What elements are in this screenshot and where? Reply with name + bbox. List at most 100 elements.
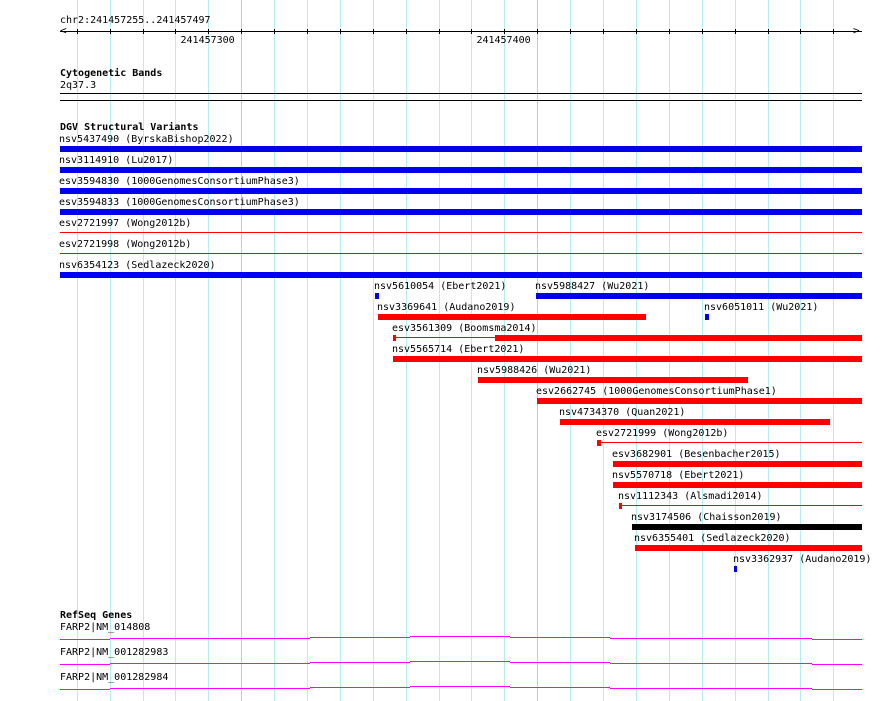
sv-feature-bar[interactable]: [613, 482, 862, 488]
sv-feature-label[interactable]: nsv5610054 (Ebert2021): [374, 281, 507, 292]
grid-line: [307, 0, 308, 701]
gene-label[interactable]: FARP2|NM_001282983: [60, 647, 169, 658]
gene-intron-line[interactable]: [812, 639, 862, 640]
ruler-tick: [537, 29, 538, 34]
sv-feature-bar[interactable]: [537, 398, 862, 404]
grid-line: [241, 0, 242, 701]
sv-feature-bar[interactable]: [478, 377, 748, 383]
sv-feature-label[interactable]: nsv3114910 (Lu2017): [59, 155, 174, 166]
track-title[interactable]: Cytogenetic Bands: [60, 68, 163, 79]
tick-label: 241457400: [476, 35, 531, 46]
ruler-axis[interactable]: [60, 31, 862, 32]
gene-intron-line[interactable]: [210, 638, 310, 639]
sv-feature-line[interactable]: [600, 442, 862, 443]
gene-label[interactable]: FARP2|NM_001282984: [60, 672, 169, 683]
track-title[interactable]: DGV Structural Variants: [60, 122, 199, 133]
gene-intron-line[interactable]: [110, 663, 210, 664]
gene-intron-line[interactable]: [610, 688, 712, 689]
sv-feature-bar[interactable]: [375, 293, 379, 299]
sv-feature-bar[interactable]: [60, 146, 862, 152]
sv-feature-bar[interactable]: [705, 314, 709, 320]
sv-feature-label[interactable]: esv3594830 (1000GenomesConsortiumPhase3): [59, 176, 300, 187]
gene-intron-line[interactable]: [210, 688, 310, 689]
gene-intron-line[interactable]: [812, 664, 862, 665]
sv-feature-label[interactable]: esv2721998 (Wong2012b): [59, 239, 192, 250]
sv-feature-line[interactable]: [60, 232, 862, 233]
sv-feature-label[interactable]: esv2721999 (Wong2012b): [596, 428, 729, 439]
gene-intron-line[interactable]: [510, 637, 610, 638]
gene-intron-line[interactable]: [712, 688, 812, 689]
track-title[interactable]: RefSeq Genes: [60, 610, 133, 621]
gene-intron-line[interactable]: [510, 662, 610, 663]
grid-line: [143, 0, 144, 701]
sv-feature-bar[interactable]: [613, 461, 862, 467]
gene-label[interactable]: FARP2|NM_014808: [60, 622, 151, 633]
sv-feature-bar[interactable]: [734, 566, 737, 572]
sv-feature-label[interactable]: nsv5565714 (Ebert2021): [392, 344, 525, 355]
gene-intron-line[interactable]: [210, 663, 310, 664]
gene-intron-line[interactable]: [410, 661, 510, 662]
sv-feature-label[interactable]: esv2662745 (1000GenomesConsortiumPhase1): [536, 386, 777, 397]
gene-intron-line[interactable]: [60, 689, 110, 690]
gene-intron-line[interactable]: [712, 638, 812, 639]
sv-feature-label[interactable]: nsv6355401 (Sedlazeck2020): [634, 533, 791, 544]
sv-feature-bar[interactable]: [393, 356, 862, 362]
sv-feature-line[interactable]: [60, 253, 862, 254]
sv-feature-label[interactable]: nsv6051011 (Wu2021): [704, 302, 819, 313]
sv-feature-label[interactable]: nsv3174506 (Chaisson2019): [631, 512, 782, 523]
gene-intron-line[interactable]: [410, 686, 510, 687]
gene-intron-line[interactable]: [310, 687, 410, 688]
sv-feature-bar[interactable]: [619, 503, 622, 509]
ruler-tick: [274, 29, 275, 34]
sv-feature-label[interactable]: nsv6354123 (Sedlazeck2020): [59, 260, 216, 271]
sv-feature-label[interactable]: nsv5988426 (Wu2021): [477, 365, 592, 376]
sv-feature-bar[interactable]: [378, 314, 646, 320]
track-divider: [60, 100, 862, 101]
sv-feature-bar[interactable]: [60, 188, 862, 194]
sv-feature-label[interactable]: esv3561309 (Boomsma2014): [392, 323, 537, 334]
grid-line: [274, 0, 275, 701]
ruler-tick: [110, 29, 111, 34]
gene-intron-line[interactable]: [610, 663, 712, 664]
gene-intron-line[interactable]: [110, 638, 210, 639]
gene-intron-line[interactable]: [310, 637, 410, 638]
sv-feature-line[interactable]: [396, 337, 496, 338]
sv-feature-label[interactable]: esv3594833 (1000GenomesConsortiumPhase3): [59, 197, 300, 208]
grid-line: [406, 0, 407, 701]
sv-feature-label[interactable]: nsv5988427 (Wu2021): [535, 281, 650, 292]
sv-feature-bar[interactable]: [60, 209, 862, 215]
gene-intron-line[interactable]: [110, 688, 210, 689]
sv-feature-bar[interactable]: [597, 440, 601, 446]
gene-intron-line[interactable]: [310, 662, 410, 663]
sv-feature-bar[interactable]: [60, 167, 862, 173]
sv-feature-label[interactable]: nsv1112343 (Alsmadi2014): [618, 491, 763, 502]
gene-intron-line[interactable]: [712, 663, 812, 664]
sv-feature-label[interactable]: nsv4734370 (Quan2021): [559, 407, 686, 418]
sv-feature-bar[interactable]: [560, 419, 830, 425]
sv-feature-label[interactable]: esv3682901 (Besenbacher2015): [612, 449, 781, 460]
sv-feature-bar[interactable]: [60, 272, 862, 278]
sv-feature-label[interactable]: nsv3362937 (Audano2019): [733, 554, 872, 565]
gene-intron-line[interactable]: [60, 664, 110, 665]
sv-feature-label[interactable]: nsv5570718 (Ebert2021): [612, 470, 745, 481]
grid-line: [537, 0, 538, 701]
sv-feature-line[interactable]: [622, 505, 862, 506]
grid-line: [735, 0, 736, 701]
sv-feature-label[interactable]: esv2721997 (Wong2012b): [59, 218, 192, 229]
sv-feature-bar[interactable]: [393, 335, 396, 341]
sv-feature-bar[interactable]: [632, 524, 862, 530]
sv-feature-bar[interactable]: [635, 545, 862, 551]
sv-feature-label[interactable]: nsv3369641 (Audano2019): [377, 302, 516, 313]
arrow-left-icon: <: [60, 24, 67, 37]
gene-intron-line[interactable]: [510, 687, 610, 688]
gene-intron-line[interactable]: [60, 639, 110, 640]
sv-feature-bar[interactable]: [495, 335, 862, 341]
ruler-tick: [768, 29, 769, 34]
gene-intron-line[interactable]: [610, 638, 712, 639]
gene-intron-line[interactable]: [410, 636, 510, 637]
cytoband-feature[interactable]: [60, 93, 862, 94]
ruler-tick: [340, 29, 341, 34]
sv-feature-label[interactable]: nsv5437490 (ByrskaBishop2022): [59, 134, 234, 145]
gene-intron-line[interactable]: [812, 689, 862, 690]
sv-feature-bar[interactable]: [536, 293, 862, 299]
